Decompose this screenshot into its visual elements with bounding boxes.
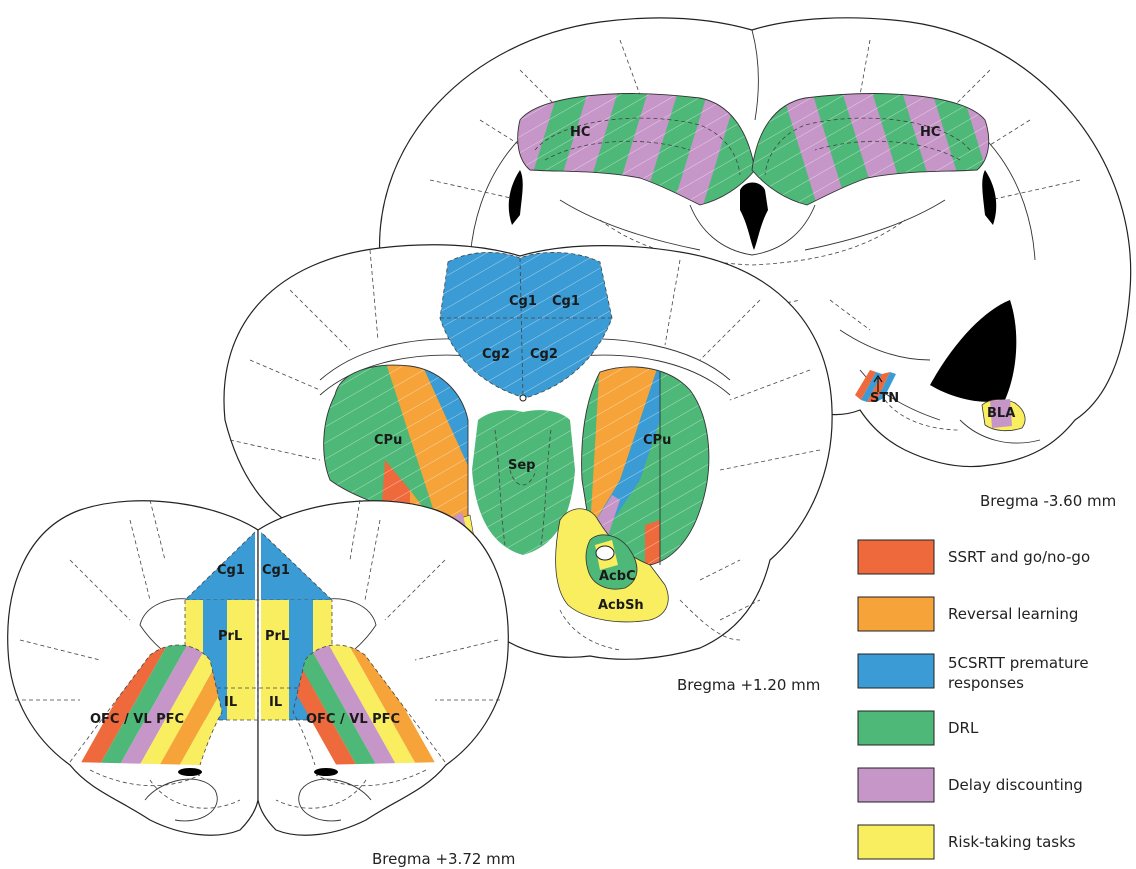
- legend-label-line2: responses: [948, 674, 1024, 692]
- legend-item: Risk-taking tasks: [858, 825, 1076, 859]
- legend-label: Reversal learning: [948, 605, 1078, 623]
- legend-label: 5CSRTT premature: [948, 654, 1089, 672]
- legend-item: Delay discounting: [858, 768, 1083, 802]
- middle-center-canal: [520, 395, 526, 401]
- legend-swatch: [858, 597, 934, 631]
- label-cg1-anterior-left: Cg1: [217, 563, 245, 578]
- label-il-left: IL: [224, 695, 237, 710]
- legend-swatch: [858, 768, 934, 802]
- legend-swatch: [858, 711, 934, 745]
- label-cg2-middle-right: Cg2: [530, 347, 558, 362]
- legend-item: 5CSRTT premature responses: [858, 654, 1089, 692]
- anterior-black-left: [178, 768, 202, 776]
- bregma-posterior: Bregma -3.60 mm: [980, 492, 1116, 510]
- legend-swatch: [858, 654, 934, 688]
- label-stn: STN: [870, 391, 899, 406]
- label-cg1-middle-right: Cg1: [552, 294, 580, 309]
- legend-label: Risk-taking tasks: [948, 833, 1076, 851]
- label-acbc: AcbC: [599, 569, 636, 584]
- label-sep: Sep: [508, 458, 536, 473]
- label-ofc-left: OFC / VL PFC: [90, 712, 184, 727]
- legend-item: Reversal learning: [858, 597, 1078, 631]
- label-il-right: IL: [269, 695, 282, 710]
- legend-label: Delay discounting: [948, 776, 1083, 794]
- label-hc-left: HC: [570, 125, 590, 140]
- legend-swatch: [858, 540, 934, 574]
- label-cg2-middle-left: Cg2: [482, 347, 510, 362]
- label-cpu-left: CPu: [374, 433, 402, 448]
- label-prl-left: PrL: [218, 629, 242, 644]
- legend-label: SSRT and go/no-go: [948, 548, 1090, 566]
- legend-swatch: [858, 825, 934, 859]
- legend-item: DRL: [858, 711, 979, 745]
- anterior-black-right: [314, 768, 338, 776]
- label-cg1-middle-left: Cg1: [509, 294, 537, 309]
- label-cpu-right: CPu: [643, 433, 671, 448]
- label-acbsh: AcbSh: [598, 598, 644, 613]
- legend-item: SSRT and go/no-go: [858, 540, 1090, 574]
- label-prl-right: PrL: [265, 629, 289, 644]
- label-ofc-right: OFC / VL PFC: [306, 712, 400, 727]
- label-hc-right: HC: [920, 125, 940, 140]
- label-bla: BLA: [987, 406, 1015, 421]
- legend-label: DRL: [948, 719, 979, 737]
- bregma-anterior: Bregma +3.72 mm: [372, 850, 515, 868]
- anterior-section: Cg1 Cg1 PrL PrL IL IL OFC / VL PFC OFC /…: [8, 500, 516, 868]
- bregma-middle: Bregma +1.20 mm: [677, 676, 820, 694]
- label-cg1-anterior-right: Cg1: [262, 563, 290, 578]
